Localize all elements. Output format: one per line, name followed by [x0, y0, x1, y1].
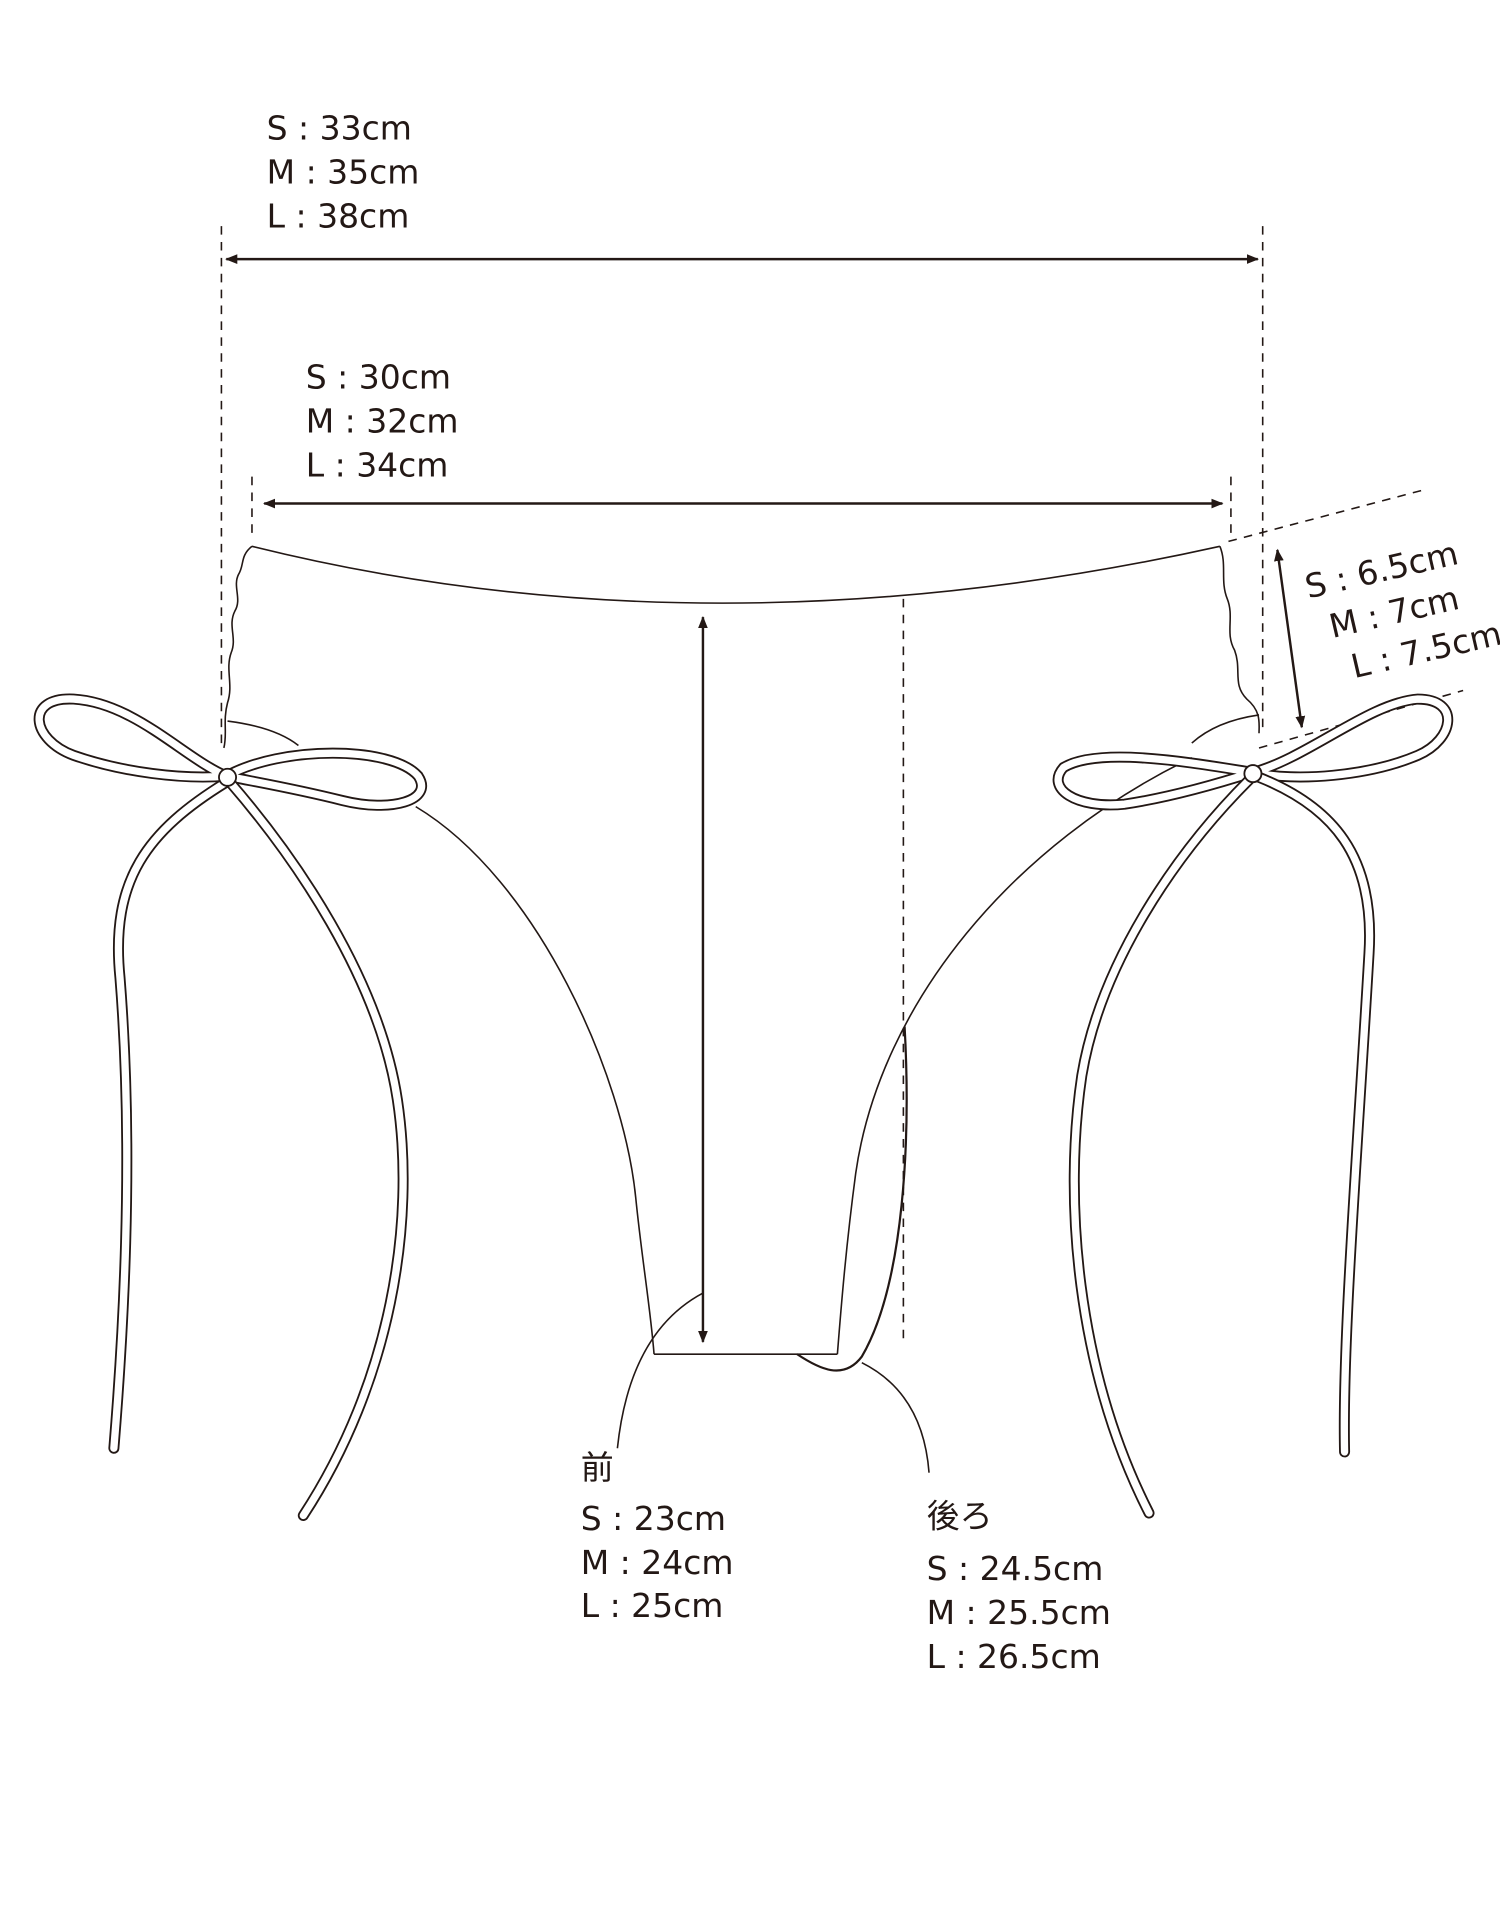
waist-m: M : 32cm [306, 402, 459, 441]
front-m: M : 24cm [581, 1543, 734, 1582]
front-title: 前 [581, 1448, 614, 1487]
left-bow-tie [33, 693, 427, 1521]
waist-s: S : 30cm [306, 358, 451, 397]
back-leader-line [861, 1361, 930, 1473]
front-leader-line [616, 1292, 704, 1449]
garment-outline [223, 545, 1260, 1372]
right-bow-tie [1052, 693, 1454, 1519]
back-m: M : 25.5cm [927, 1593, 1111, 1632]
side-top-guide [1228, 488, 1428, 543]
front-s: S : 23cm [581, 1499, 726, 1538]
side-height-arrow [1274, 548, 1306, 729]
front-l: L : 25cm [581, 1586, 724, 1625]
hip-m: M : 35cm [267, 152, 420, 191]
waist-l: L : 34cm [306, 446, 449, 485]
hip-s: S : 33cm [267, 108, 412, 147]
back-title: 後ろ [927, 1497, 993, 1536]
back-l: L : 26.5cm [927, 1637, 1101, 1676]
back-s: S : 24.5cm [927, 1549, 1104, 1588]
hip-l: L : 38cm [267, 196, 410, 235]
